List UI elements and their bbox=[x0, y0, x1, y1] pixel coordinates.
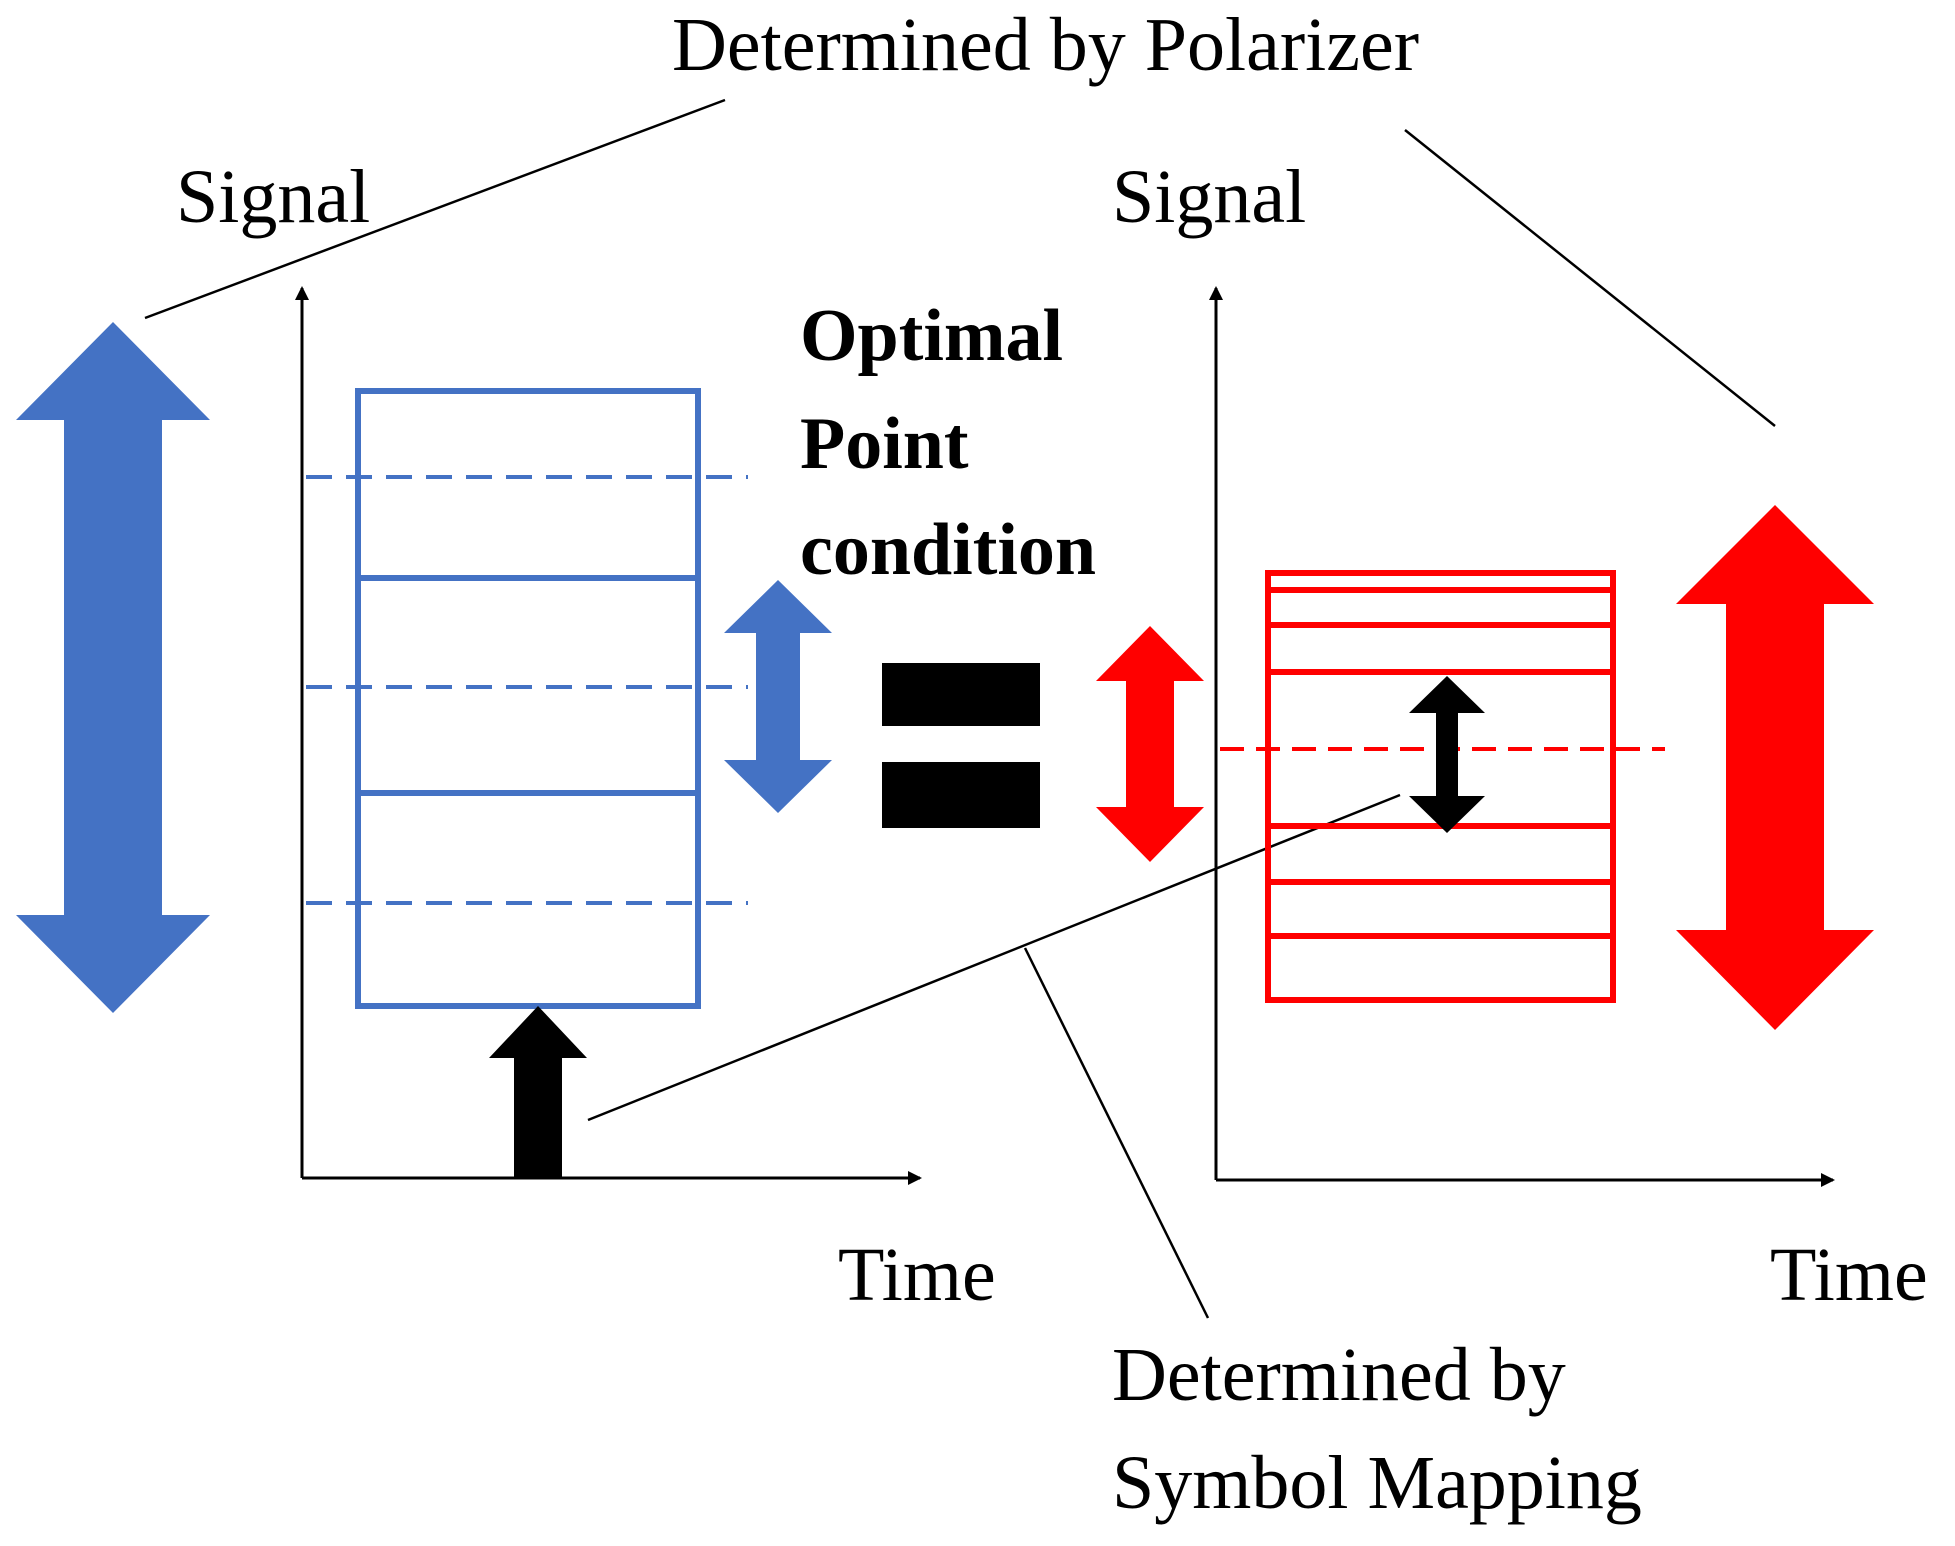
polarizer-leader-right bbox=[1404, 129, 1776, 427]
left-axes bbox=[295, 286, 922, 1185]
left-y-axis-label: Signal bbox=[176, 155, 370, 239]
polarizer-leader-left bbox=[144, 98, 726, 320]
blue-polarizer-range-arrow bbox=[16, 322, 210, 1013]
red-level-spacing-arrow bbox=[1096, 626, 1204, 862]
symbol-mapping-annotation-line-1: Determined by bbox=[1112, 1333, 1566, 1417]
equals-sign bbox=[882, 663, 1040, 828]
right-y-axis-label: Signal bbox=[1112, 155, 1306, 239]
symbol-mapping-leader-down bbox=[1023, 947, 1210, 1319]
red-polarizer-range-arrow bbox=[1676, 505, 1874, 1030]
optimal-point-condition-line-3: condition bbox=[800, 509, 1096, 591]
left-x-axis-label: Time bbox=[838, 1233, 996, 1317]
right-axes bbox=[1209, 286, 1835, 1187]
blue-box-frame bbox=[355, 388, 701, 1009]
symbol-mapping-annotation-line-2: Symbol Mapping bbox=[1112, 1441, 1642, 1525]
blue-constellation-box bbox=[306, 388, 748, 1009]
black-offset-arrow bbox=[489, 1006, 587, 1178]
black-center-spacing-arrow bbox=[1409, 676, 1485, 833]
optimal-point-condition-line-2: Point bbox=[800, 403, 969, 485]
symbol-mapping-leader-left bbox=[587, 793, 1401, 1122]
optimal-point-condition-line-1: Optimal bbox=[800, 295, 1063, 377]
equals-bar-bottom bbox=[882, 762, 1040, 828]
equals-bar-top bbox=[882, 663, 1040, 726]
blue-level-spacing-arrow bbox=[724, 580, 832, 813]
red-box-frame bbox=[1265, 570, 1616, 1003]
polarizer-annotation: Determined by Polarizer bbox=[672, 3, 1419, 87]
right-x-axis-label: Time bbox=[1770, 1233, 1928, 1317]
